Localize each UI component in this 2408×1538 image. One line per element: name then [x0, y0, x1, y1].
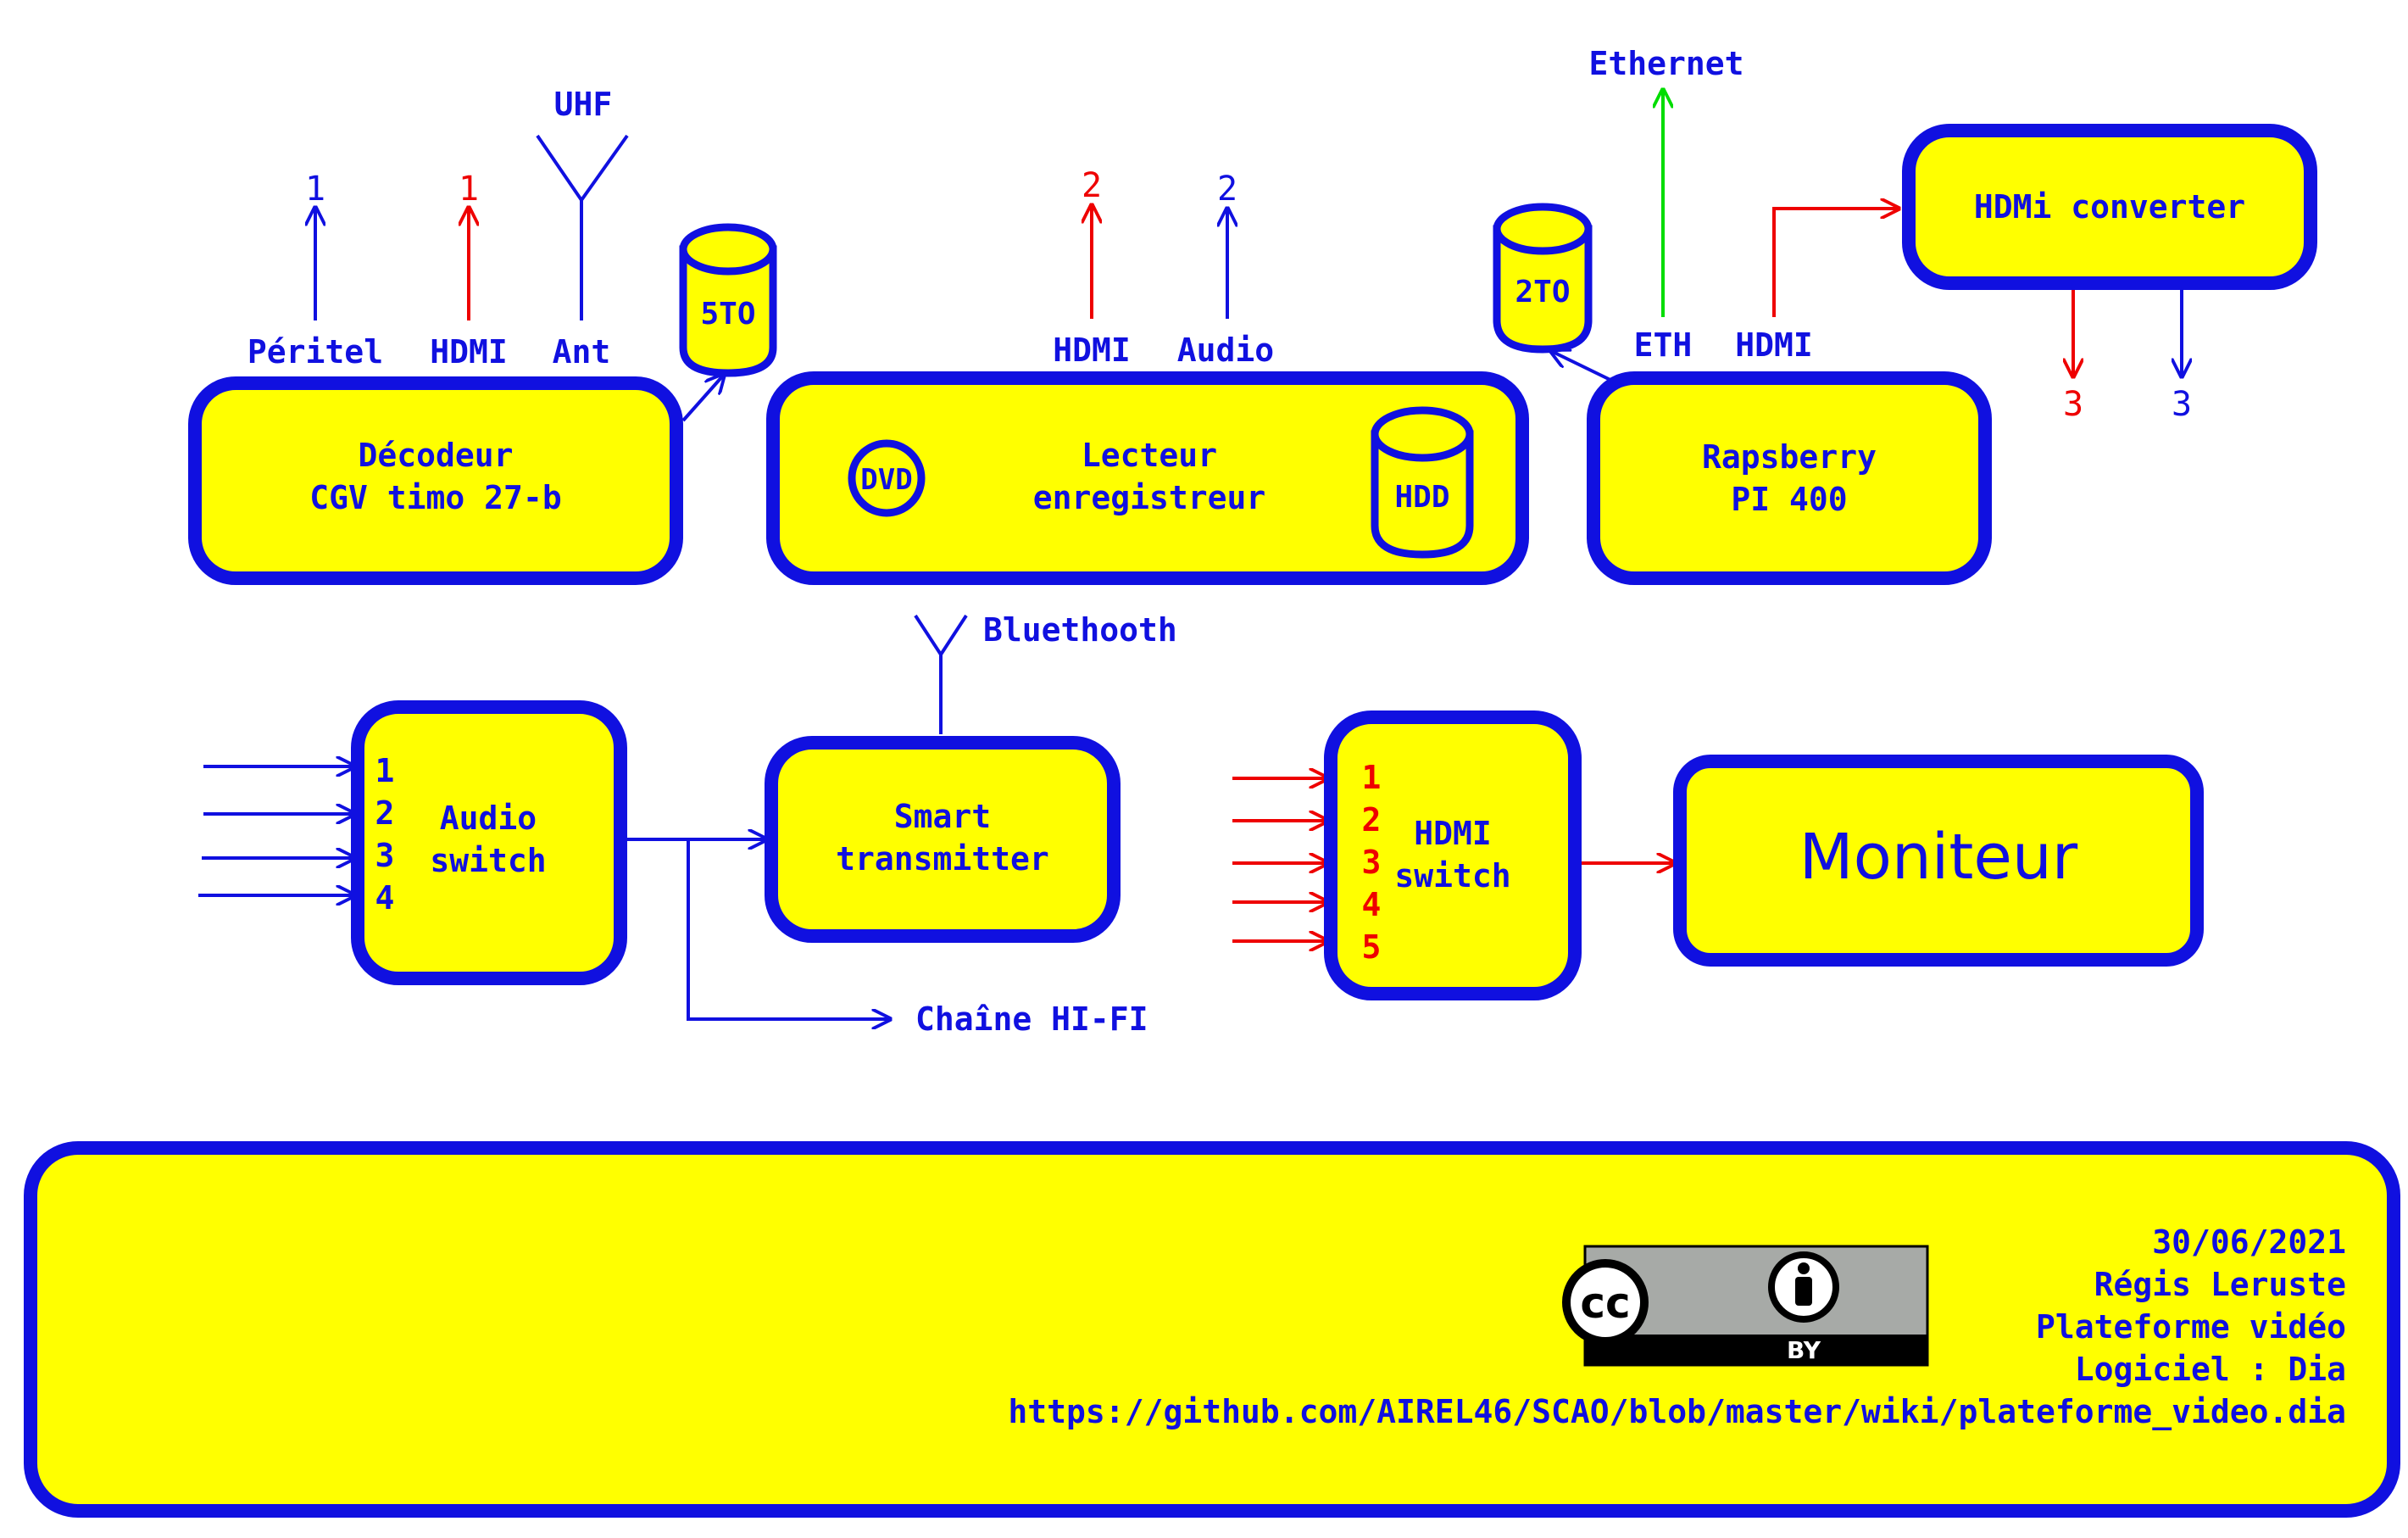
- decoder-disk-link: [681, 375, 724, 422]
- footer-box: [24, 1141, 2400, 1518]
- audio-input-2: 2: [375, 794, 395, 832]
- footer-title: Plateforme vidéo: [2036, 1308, 2346, 1346]
- audio-switch-type: switch: [430, 842, 546, 879]
- cc-label: cc: [1580, 1279, 1630, 1328]
- hdmi-input-3: 3: [1362, 844, 1382, 881]
- dvd-label: DVD: [860, 463, 912, 497]
- uhf-label: UHF: [554, 86, 613, 123]
- hdmi-input-5: 5: [1362, 928, 1382, 966]
- cc-by-license-badge: cc BY: [1562, 1245, 1929, 1367]
- audio-switch-box: 1 2 3 4 Audio switch: [351, 700, 627, 985]
- raspberry-port-eth: ETH: [1634, 326, 1693, 364]
- hdmi-input-4: 4: [1362, 886, 1382, 923]
- hdmi-input-1: 1: [1362, 759, 1382, 796]
- raspberry-disk-label: 2TO: [1515, 275, 1570, 309]
- audio-input-3: 3: [375, 837, 395, 874]
- recorder-hdmi-output: 2: [1082, 166, 1102, 205]
- raspberry-disk-icon: 2TO: [1493, 203, 1593, 354]
- decoder-disk-label: 5TO: [700, 297, 755, 332]
- hdd-icon: HDD: [1371, 406, 1474, 559]
- hdmi-input-2: 2: [1362, 801, 1382, 839]
- decoder-peritel-output: 1: [305, 170, 325, 209]
- monitor-label: Moniteur: [1799, 821, 2078, 894]
- converter-red-output: 3: [2063, 385, 2083, 424]
- smart-transmitter-box: Smart transmitter: [765, 736, 1121, 943]
- decoder-model: CGV timo 27-b: [309, 479, 561, 516]
- raspberry-name: Rapsberry: [1702, 438, 1877, 476]
- raspberry-disk-link: [1551, 351, 1615, 383]
- hdd-label: HDD: [1394, 480, 1449, 515]
- monitor-box: Moniteur: [1673, 755, 2204, 967]
- footer-date: 30/06/2021: [2152, 1223, 2346, 1261]
- hifi-label: Chaîne HI-FI: [915, 1000, 1148, 1038]
- smart-transmitter-type: transmitter: [836, 840, 1049, 878]
- hdmi-switch-type: switch: [1394, 857, 1510, 894]
- recorder-port-audio: Audio: [1177, 332, 1274, 369]
- raspberry-hdmi-arrow: [1772, 209, 1899, 317]
- hdmi-switch-box: 1 2 3 4 5 HDMI switch: [1324, 710, 1582, 1000]
- recorder-box: Lecteur enregistreur: [766, 371, 1529, 585]
- decoder-name: Décodeur: [358, 437, 513, 474]
- bluetooth-antenna-icon: [914, 614, 968, 734]
- audio-to-hifi: [687, 839, 890, 1019]
- hdmi-converter-label: HDMi converter: [1974, 188, 2245, 226]
- footer-url[interactable]: https://github.com/AIREL46/SCAO/blob/mas…: [1008, 1393, 2346, 1430]
- bluetooth-label: Bluethooth: [983, 611, 1177, 649]
- ethernet-label: Ethernet: [1588, 45, 1743, 82]
- recorder-port-hdmi: HDMI: [1053, 332, 1131, 369]
- hdmi-switch-name: HDMI: [1414, 815, 1492, 852]
- dvd-icon: DVD: [848, 439, 926, 517]
- footer-author: Régis Leruste: [2094, 1266, 2346, 1303]
- decoder-disk-icon: 5TO: [679, 223, 777, 377]
- recorder-type: enregistreur: [1033, 479, 1266, 516]
- audio-switch-name: Audio: [440, 800, 537, 837]
- by-label: BY: [1787, 1336, 1821, 1364]
- cc-icon: cc: [1562, 1259, 1649, 1346]
- audio-input-4: 4: [375, 879, 395, 917]
- decoder-port-ant: Ant: [553, 333, 611, 371]
- attribution-person-icon: [1768, 1251, 1839, 1323]
- raspberry-box: Rapsberry PI 400: [1587, 371, 1992, 585]
- smart-transmitter-name: Smart: [894, 798, 991, 835]
- footer-software: Logiciel : Dia: [2075, 1351, 2346, 1388]
- raspberry-port-hdmi: HDMI: [1735, 326, 1813, 364]
- decoder-port-peritel: Péritel: [247, 333, 383, 371]
- decoder-hdmi-output: 1: [459, 170, 479, 209]
- recorder-audio-output: 2: [1217, 170, 1237, 209]
- uhf-antenna-icon: [536, 134, 629, 320]
- audio-input-1: 1: [375, 752, 395, 789]
- decoder-box: Décodeur CGV timo 27-b: [188, 376, 683, 585]
- converter-blue-output: 3: [2172, 385, 2192, 424]
- recorder-name: Lecteur: [1082, 437, 1217, 474]
- hdmi-converter-box: HDMi converter: [1902, 124, 2317, 290]
- raspberry-model: PI 400: [1731, 481, 1847, 518]
- decoder-port-hdmi: HDMI: [430, 333, 508, 371]
